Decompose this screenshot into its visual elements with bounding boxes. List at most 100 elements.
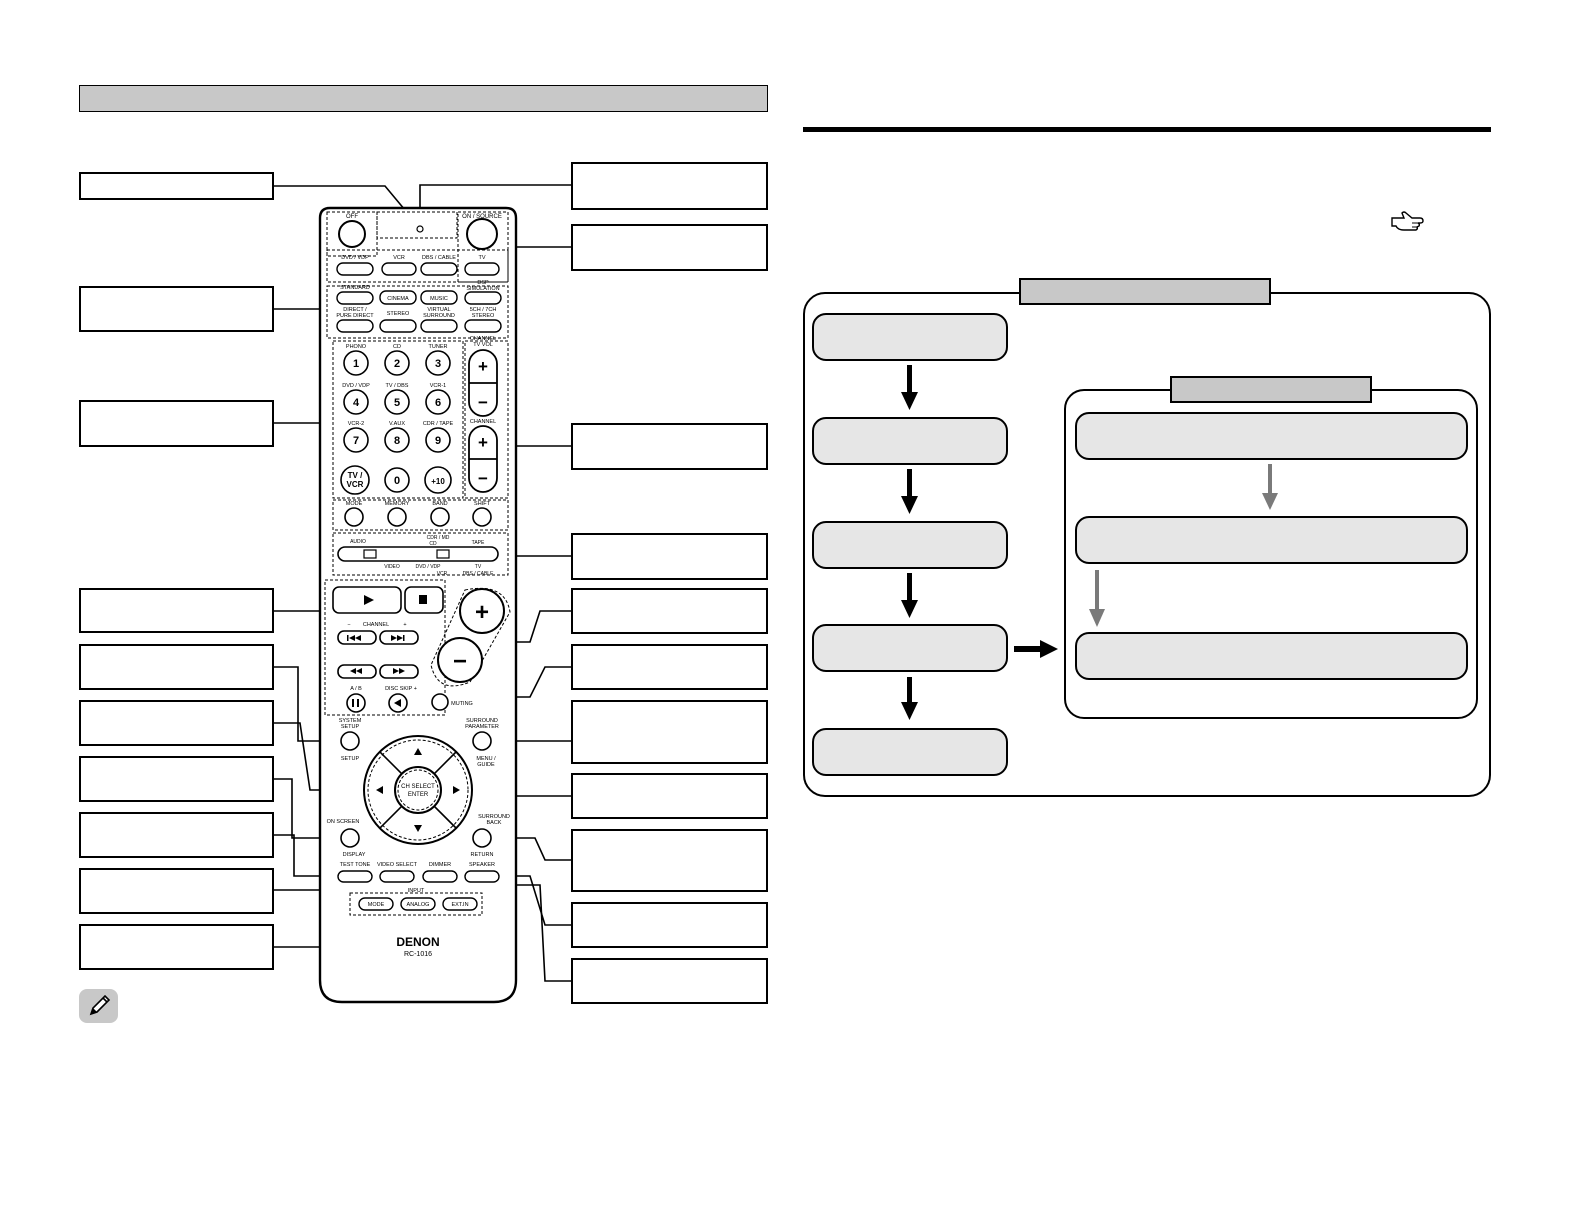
- svg-text:8: 8: [394, 435, 400, 447]
- svg-text:TV: TV: [475, 564, 482, 570]
- arrow-right: [1014, 640, 1058, 658]
- sub-step-2: [1075, 516, 1468, 564]
- digit-2-button: [384, 350, 410, 376]
- svg-text:PURE DIRECT: PURE DIRECT: [336, 313, 374, 319]
- svg-text:DBS / CABLE: DBS / CABLE: [463, 571, 495, 577]
- svg-text:CD: CD: [393, 344, 401, 350]
- svg-text:RC-1016: RC-1016: [404, 951, 432, 958]
- flow-step-4: [812, 624, 1008, 672]
- flow-step-2: [812, 417, 1008, 465]
- svg-text:TV / DBS: TV / DBS: [386, 383, 409, 389]
- svg-text:SETUP: SETUP: [341, 756, 360, 762]
- svg-text:7: 7: [353, 435, 359, 447]
- svg-text:STANDARD: STANDARD: [340, 285, 370, 291]
- arrow-down-2: [901, 469, 918, 514]
- svg-text:DENON: DENON: [396, 935, 439, 949]
- stereo-button: [379, 319, 417, 333]
- svg-text:5: 5: [394, 397, 400, 409]
- ch-stereo-button: [464, 319, 502, 333]
- svg-text:ON SCREEN: ON SCREEN: [327, 819, 360, 825]
- svg-text:CINEMA: CINEMA: [387, 296, 409, 302]
- svg-text:ON / SOURCE: ON / SOURCE: [462, 214, 502, 220]
- svg-text:SPEAKER: SPEAKER: [469, 862, 495, 868]
- muting-button: [431, 693, 449, 711]
- surround-back-button: [472, 828, 492, 848]
- svg-text:SHIFT: SHIFT: [474, 501, 491, 507]
- svg-text:MODE: MODE: [368, 902, 385, 908]
- ext-in-button: [442, 897, 478, 911]
- on-screen-button: [340, 828, 360, 848]
- svg-text:SURROUND: SURROUND: [478, 814, 510, 820]
- speaker-button: [464, 870, 500, 883]
- svg-text:DIMMER: DIMMER: [429, 862, 451, 868]
- svg-text:MENU /: MENU /: [476, 756, 496, 762]
- svg-text:1: 1: [353, 358, 359, 370]
- dimmer-button: [422, 870, 458, 883]
- flowchart-inner-title-bar: [1170, 376, 1372, 403]
- callout-channel-tv-volume-buttons: [571, 423, 768, 470]
- cinema-button: [379, 290, 417, 305]
- svg-text:DVD / VDP: DVD / VDP: [415, 564, 441, 570]
- sub-step-1: [1075, 412, 1468, 460]
- led-indicator: [416, 225, 424, 233]
- svg-text:VIDEO: VIDEO: [384, 564, 400, 570]
- input-mode-button: [358, 897, 394, 911]
- svg-text:VCR: VCR: [393, 255, 405, 261]
- arrow-down-1: [901, 365, 918, 410]
- svg-text:BACK: BACK: [487, 820, 502, 826]
- svg-text:CDR / TAPE: CDR / TAPE: [423, 421, 454, 427]
- svg-text:CD: CD: [429, 541, 437, 547]
- direct-button: [336, 319, 374, 333]
- svg-text:A / B: A / B: [350, 686, 362, 692]
- callout-input-mode-buttons: [79, 924, 274, 970]
- svg-text:DSP: DSP: [477, 280, 489, 286]
- svg-text:3: 3: [435, 358, 441, 370]
- callout-speaker-button: [571, 902, 768, 948]
- system-setup-button: [340, 731, 360, 751]
- svg-text:EXT.IN: EXT.IN: [451, 902, 468, 908]
- flowchart-outer-title-bar: [1019, 278, 1271, 305]
- band-button: [430, 507, 450, 527]
- callout-surround-mode-buttons: [79, 286, 274, 332]
- svg-text:+: +: [478, 357, 488, 376]
- virtual-surround-button: [420, 319, 458, 333]
- tv-vcr-button: [340, 465, 370, 495]
- svg-text:ANALOG: ANALOG: [407, 902, 430, 908]
- svg-text:OFF: OFF: [346, 214, 358, 220]
- callout-system-buttons: [79, 588, 274, 633]
- svg-text:VCR-1: VCR-1: [430, 383, 447, 389]
- digit-1-button: [343, 350, 369, 376]
- callout-surround-parameter-button: [571, 700, 768, 764]
- digit-9-button: [425, 427, 451, 453]
- volume-up-button: [459, 588, 505, 634]
- volume-down-button: [437, 637, 483, 683]
- svg-text:V.AUX: V.AUX: [389, 421, 405, 427]
- svg-text:DISPLAY: DISPLAY: [343, 852, 366, 858]
- svg-text:RETURN: RETURN: [471, 852, 494, 858]
- callout-surround-back-button: [571, 829, 768, 892]
- svg-text:VCR: VCR: [437, 571, 448, 577]
- svg-text:5CH / 7CH: 5CH / 7CH: [470, 307, 497, 313]
- svg-text:−: −: [478, 393, 488, 412]
- callout-led-indicator: [79, 172, 274, 200]
- svg-text:2: 2: [394, 358, 400, 370]
- off-button: [338, 220, 366, 248]
- dbs-cable-button: [420, 262, 458, 276]
- svg-text:CH SELECT: CH SELECT: [401, 784, 435, 790]
- plus10-button: [424, 466, 452, 494]
- pause-button: [346, 693, 366, 713]
- svg-text:INPUT: INPUT: [408, 888, 425, 894]
- svg-text:6: 6: [435, 397, 441, 409]
- svg-text:−: −: [453, 648, 467, 675]
- svg-text:GUIDE: GUIDE: [477, 762, 495, 768]
- svg-text:CHANNEL: CHANNEL: [470, 336, 496, 342]
- gray-arrow-down-1: [1262, 464, 1278, 510]
- arrow-down-3: [901, 573, 918, 618]
- svg-text:MEMORY: MEMORY: [385, 501, 410, 507]
- dsp-simulation-button: [464, 291, 502, 305]
- pencil-icon: [79, 989, 118, 1023]
- svg-text:CHANNEL: CHANNEL: [363, 622, 389, 628]
- svg-text:+: +: [403, 622, 406, 628]
- memory-button: [387, 507, 407, 527]
